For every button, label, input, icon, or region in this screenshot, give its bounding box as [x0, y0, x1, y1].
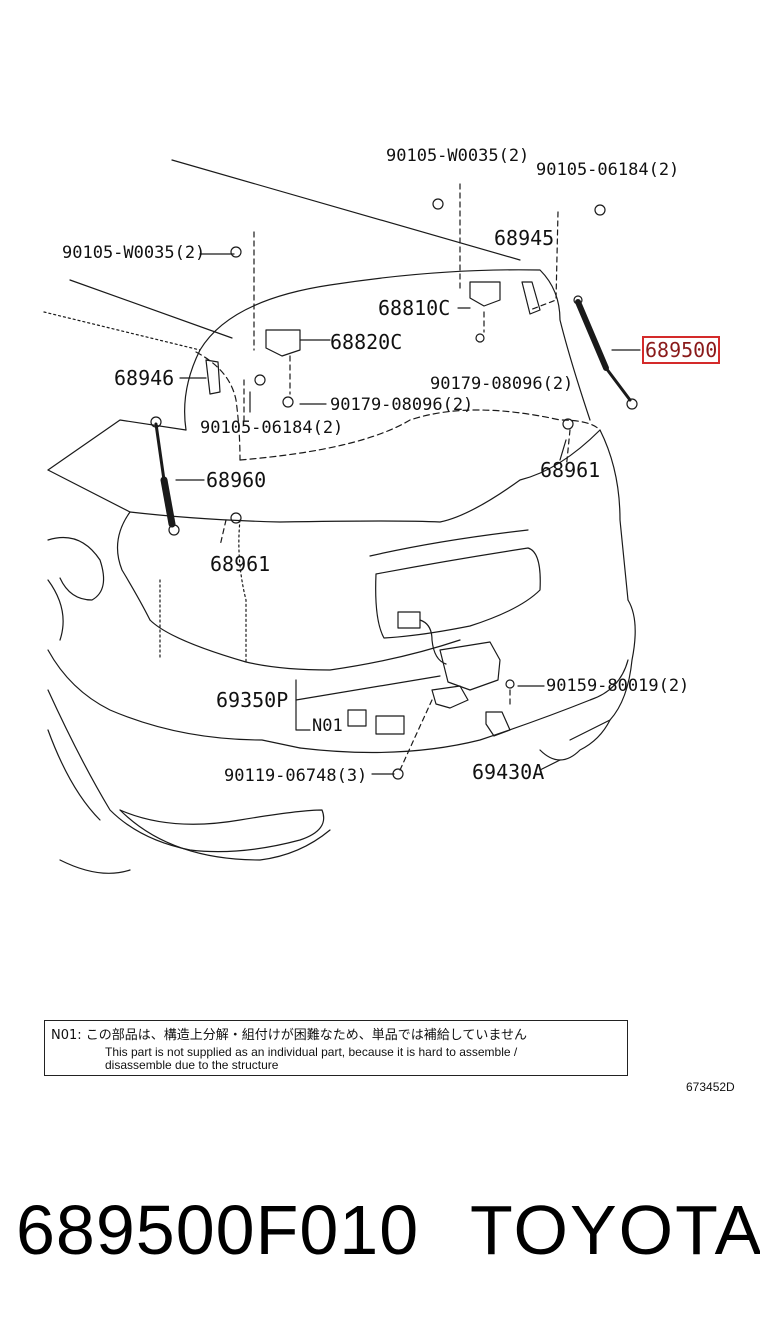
label-90119-06748: 90119-06748(3) [224, 766, 368, 786]
gas-strut-right [573, 295, 638, 410]
footer-part-number: 689500F010 [16, 1191, 420, 1269]
gas-strut-left [150, 416, 180, 536]
label-90159-80019: 90159-80019(2) [546, 676, 690, 696]
label-n01: N01 [312, 716, 343, 736]
footer-brand: TOYOTA [470, 1191, 760, 1269]
label-68961-right: 68961 [540, 458, 601, 482]
label-90105-06184-top: 90105-06184(2) [536, 160, 680, 180]
label-90105-w0035-left: 90105-W0035(2) [62, 243, 206, 263]
note-box: N01: この部品は、構造上分解・組付けが困難なため、単品では補給していません … [44, 1020, 628, 1076]
note-japanese: N01: この部品は、構造上分解・組付けが困難なため、単品では補給していません [51, 1028, 527, 1043]
label-68810c: 68810C [378, 296, 451, 320]
label-69430a: 69430A [472, 760, 545, 784]
label-689500-highlighted[interactable]: 689500 [642, 336, 721, 364]
label-90179-08096-right: 90179-08096(2) [430, 374, 574, 394]
label-90105-w0035-top: 90105-W0035(2) [386, 146, 530, 166]
label-68946: 68946 [114, 366, 175, 390]
label-68820c: 68820C [330, 330, 403, 354]
note-english-line2: disassemble due to the structure [105, 1058, 279, 1072]
note-english-line1: This part is not supplied as an individu… [105, 1045, 518, 1059]
figure-code: 673452D [686, 1080, 735, 1094]
label-90105-06184-left: 90105-06184(2) [200, 418, 344, 438]
label-68945: 68945 [494, 226, 555, 250]
label-69350p: 69350P [216, 688, 289, 712]
label-68961-left: 68961 [210, 552, 271, 576]
label-90179-08096-left: 90179-08096(2) [330, 395, 474, 415]
label-68960: 68960 [206, 468, 267, 492]
